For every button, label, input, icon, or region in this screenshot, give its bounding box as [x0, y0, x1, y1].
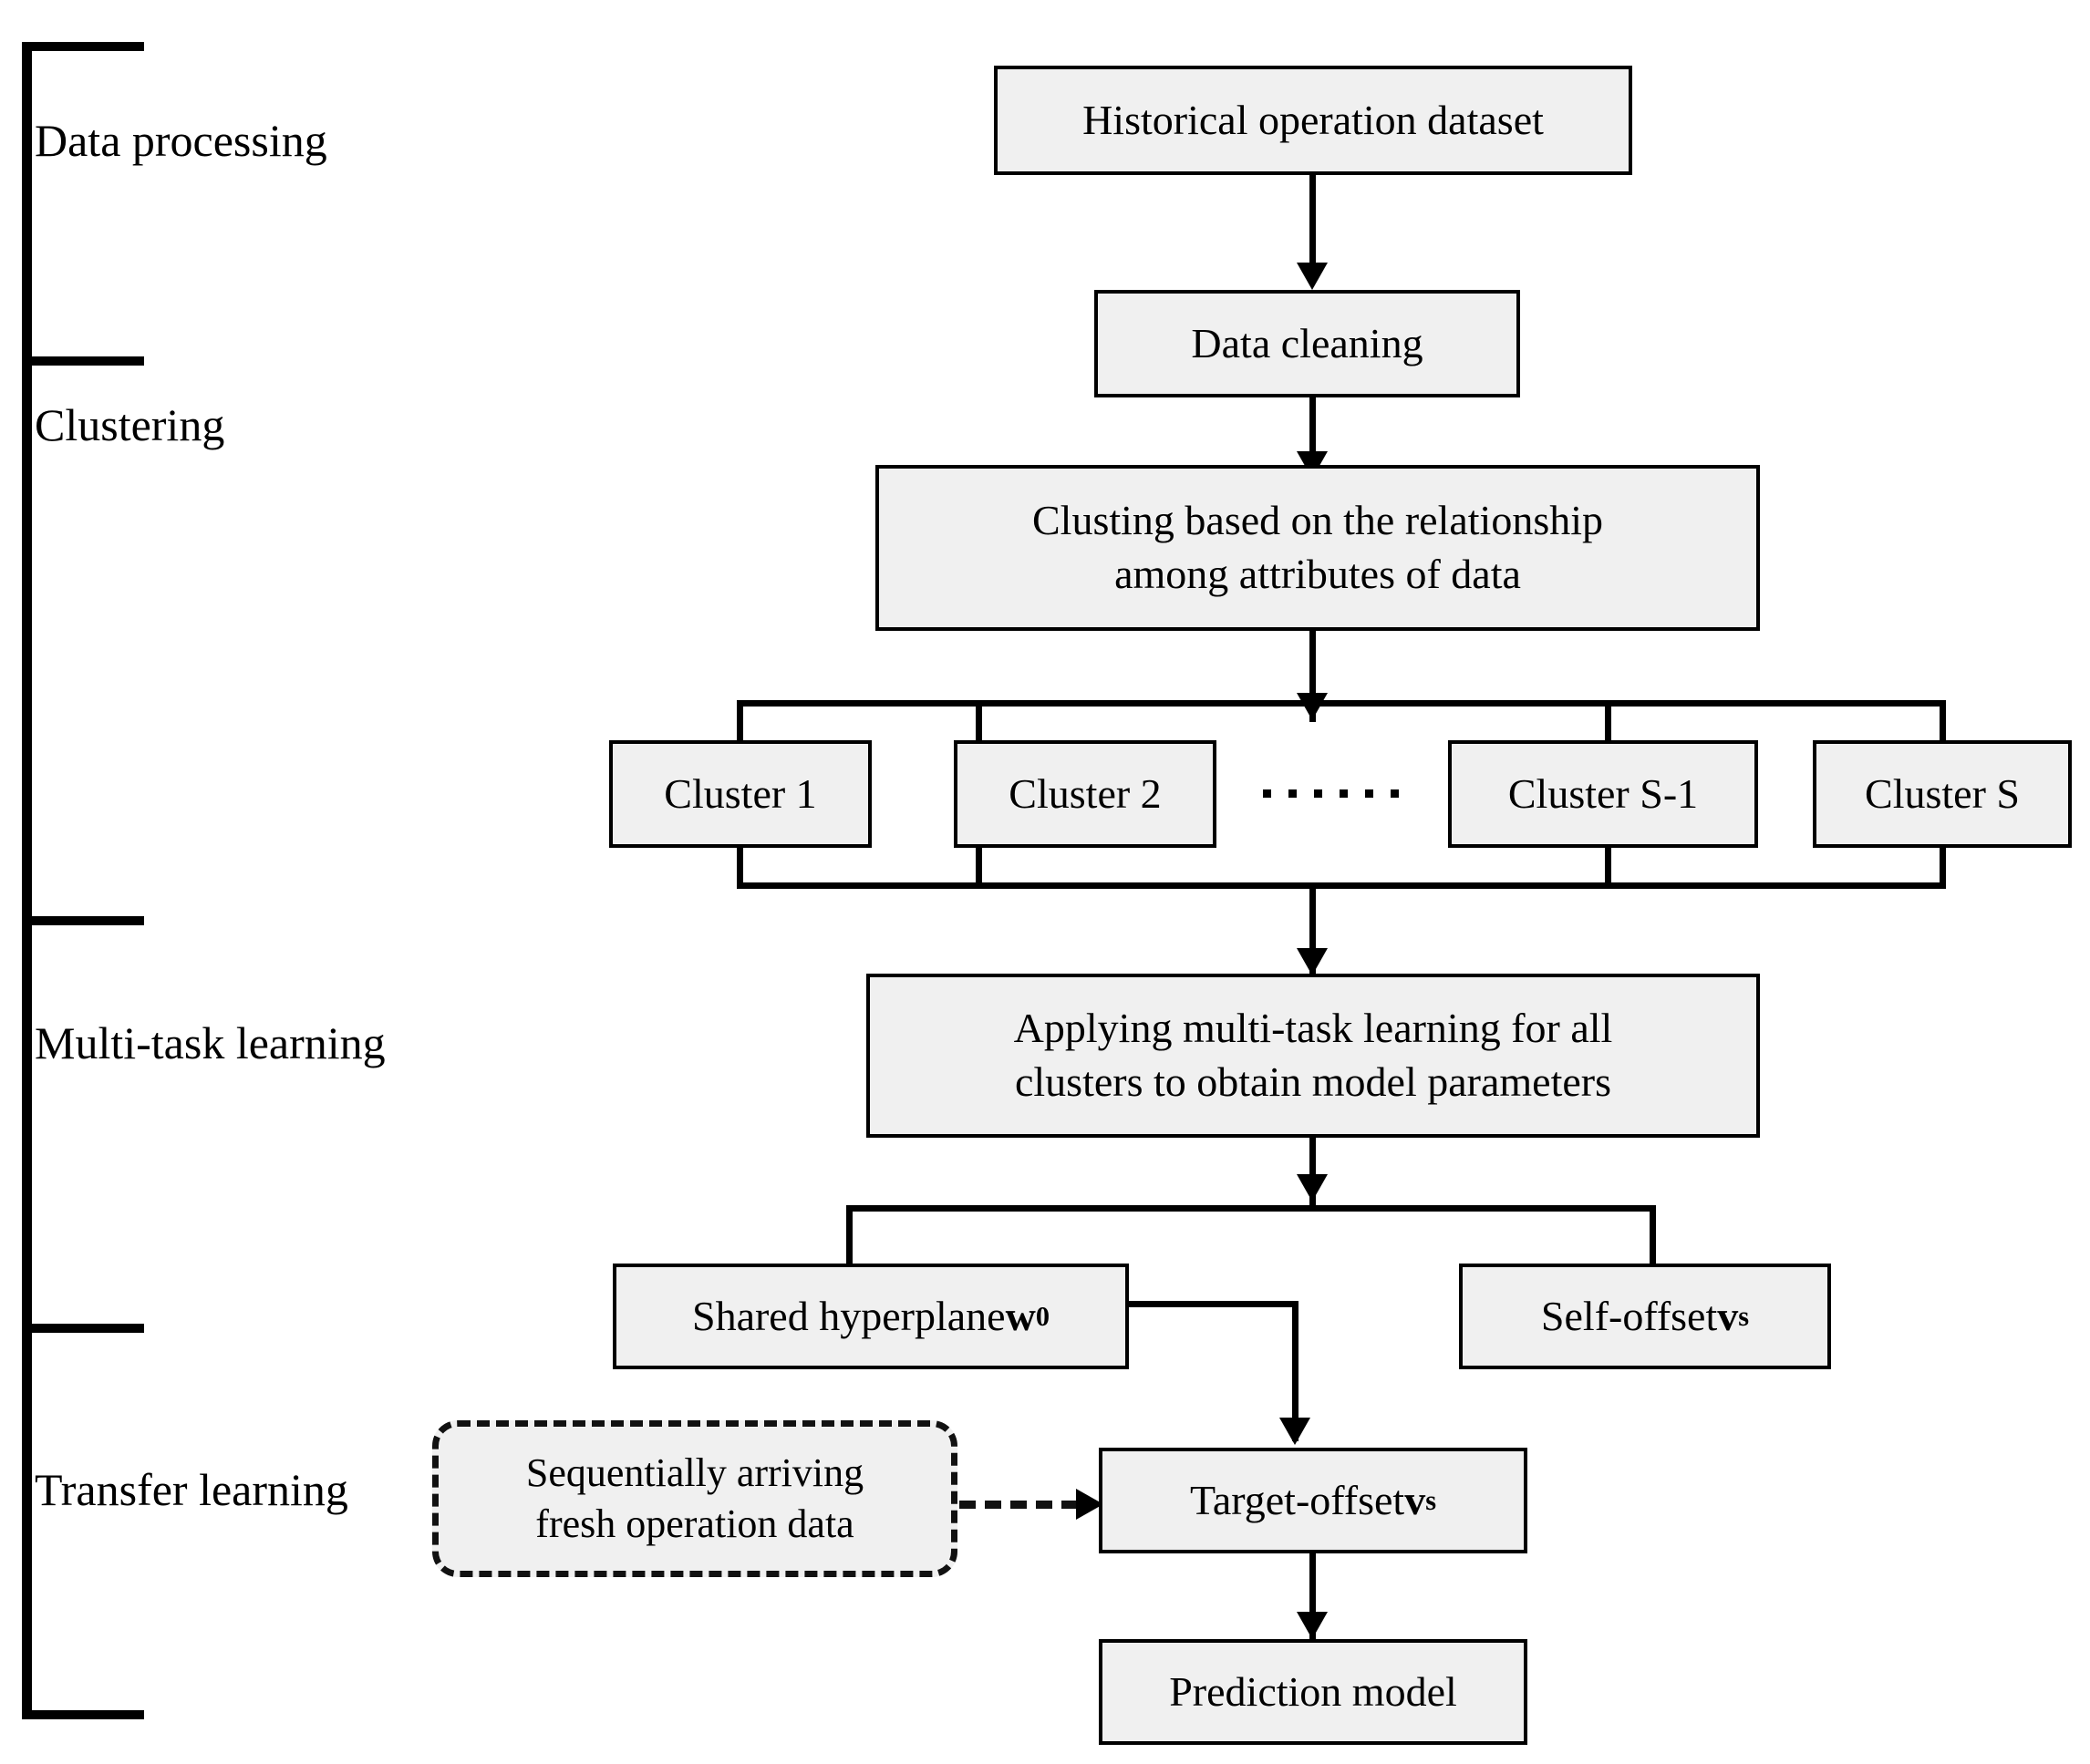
- cluster-stub-bottom-s: [1940, 846, 1946, 888]
- clustering-line-2: among attributes of data: [1114, 551, 1521, 597]
- stage-label-clustering: Clustering: [35, 399, 225, 450]
- cluster-merge-bar-bottom: [737, 882, 1946, 889]
- node-multitask-learning[interactable]: Applying multi-task learning for all clu…: [866, 974, 1760, 1138]
- connector-cleaning-to-clustering: [1309, 397, 1316, 480]
- cluster-stub-top-s-minus-1: [1605, 700, 1611, 742]
- ellipsis-dot: [1365, 789, 1373, 798]
- shared-hyperplane-subscript: 0: [1035, 1300, 1050, 1332]
- target-offset-subscript: s: [1425, 1484, 1437, 1516]
- connector-dataset-to-cleaning: [1309, 175, 1316, 272]
- fresh-data-line-1: Sequentially arriving: [525, 1449, 864, 1495]
- parameter-split-bar: [846, 1205, 1656, 1212]
- self-offset-label: Self-offset: [1540, 1292, 1718, 1339]
- connector-hyperplane-to-target-horizontal: [1125, 1301, 1298, 1307]
- stage-label-multi-task-learning: Multi-task learning: [35, 1017, 386, 1068]
- connector-hyperplane-to-target-vertical: [1292, 1301, 1298, 1441]
- stage-bracket-tick-bottom: [22, 1710, 144, 1719]
- arrowhead-multitask-to-split: [1297, 1174, 1328, 1202]
- node-sequential-fresh-data[interactable]: Sequentially arriving fresh operation da…: [432, 1420, 957, 1577]
- ellipsis-dot: [1314, 789, 1322, 798]
- cluster-stub-bottom-2: [976, 846, 982, 888]
- connector-target-to-prediction: [1309, 1553, 1316, 1639]
- stage-bracket-tick-2: [22, 916, 144, 925]
- stage-bracket-tick-top: [22, 42, 144, 51]
- multitask-line-1: Applying multi-task learning for all: [1013, 1005, 1613, 1052]
- ellipsis-dot: [1288, 789, 1297, 798]
- shared-hyperplane-symbol: w: [1005, 1292, 1036, 1339]
- cluster-stub-top-2: [976, 700, 982, 742]
- connector-clusters-to-multitask: [1309, 882, 1316, 978]
- cluster-ellipsis: [1263, 789, 1399, 798]
- connector-clustering-to-clusters: [1309, 631, 1316, 722]
- stage-bracket-tick-3: [22, 1324, 144, 1333]
- stage-bracket-spine: [22, 42, 32, 1719]
- node-cluster-2[interactable]: Cluster 2: [954, 740, 1216, 848]
- node-data-cleaning[interactable]: Data cleaning: [1094, 290, 1520, 397]
- cluster-stub-top-s: [1940, 700, 1946, 742]
- arrowhead-target-to-prediction: [1297, 1612, 1328, 1639]
- target-offset-label: Target-offset: [1189, 1476, 1405, 1523]
- multitask-line-2: clusters to obtain model parameters: [1014, 1058, 1612, 1105]
- cluster-fanout-bar-top: [737, 700, 1946, 707]
- node-clustering-description[interactable]: Clusting based on the relationship among…: [875, 465, 1760, 631]
- ellipsis-dot: [1263, 789, 1271, 798]
- arrowhead-clustering-to-clusters: [1297, 693, 1328, 720]
- arrowhead-clusters-to-multitask: [1297, 948, 1328, 975]
- node-cluster-s-minus-1[interactable]: Cluster S-1: [1448, 740, 1758, 848]
- stage-label-transfer-learning: Transfer learning: [35, 1464, 348, 1515]
- ellipsis-dot: [1391, 789, 1399, 798]
- clustering-line-1: Clusting based on the relationship: [1031, 497, 1604, 544]
- arrowhead-hyperplane-to-target: [1279, 1418, 1310, 1445]
- node-cluster-1[interactable]: Cluster 1: [609, 740, 872, 848]
- target-offset-symbol: v: [1404, 1476, 1426, 1523]
- connector-fresh-data-to-target: [959, 1501, 1078, 1509]
- ellipsis-dot: [1340, 789, 1348, 798]
- node-cluster-s[interactable]: Cluster S: [1813, 740, 2072, 848]
- self-offset-subscript: s: [1738, 1300, 1750, 1332]
- arrowhead-dataset-to-cleaning: [1297, 263, 1328, 290]
- stage-label-data-processing: Data processing: [35, 115, 327, 166]
- split-stub-self-offset: [1650, 1205, 1656, 1265]
- cluster-stub-top-1: [737, 700, 743, 742]
- node-prediction-model[interactable]: Prediction model: [1099, 1639, 1527, 1745]
- fresh-data-line-2: fresh operation data: [535, 1501, 854, 1546]
- split-stub-shared-hyperplane: [846, 1205, 853, 1265]
- node-historical-operation-dataset[interactable]: Historical operation dataset: [994, 66, 1632, 175]
- cluster-stub-bottom-1: [737, 846, 743, 888]
- self-offset-symbol: v: [1717, 1292, 1739, 1339]
- cluster-stub-bottom-s-minus-1: [1605, 846, 1611, 888]
- stage-bracket-tick-1: [22, 356, 144, 366]
- shared-hyperplane-label: Shared hyperplane: [691, 1292, 1006, 1339]
